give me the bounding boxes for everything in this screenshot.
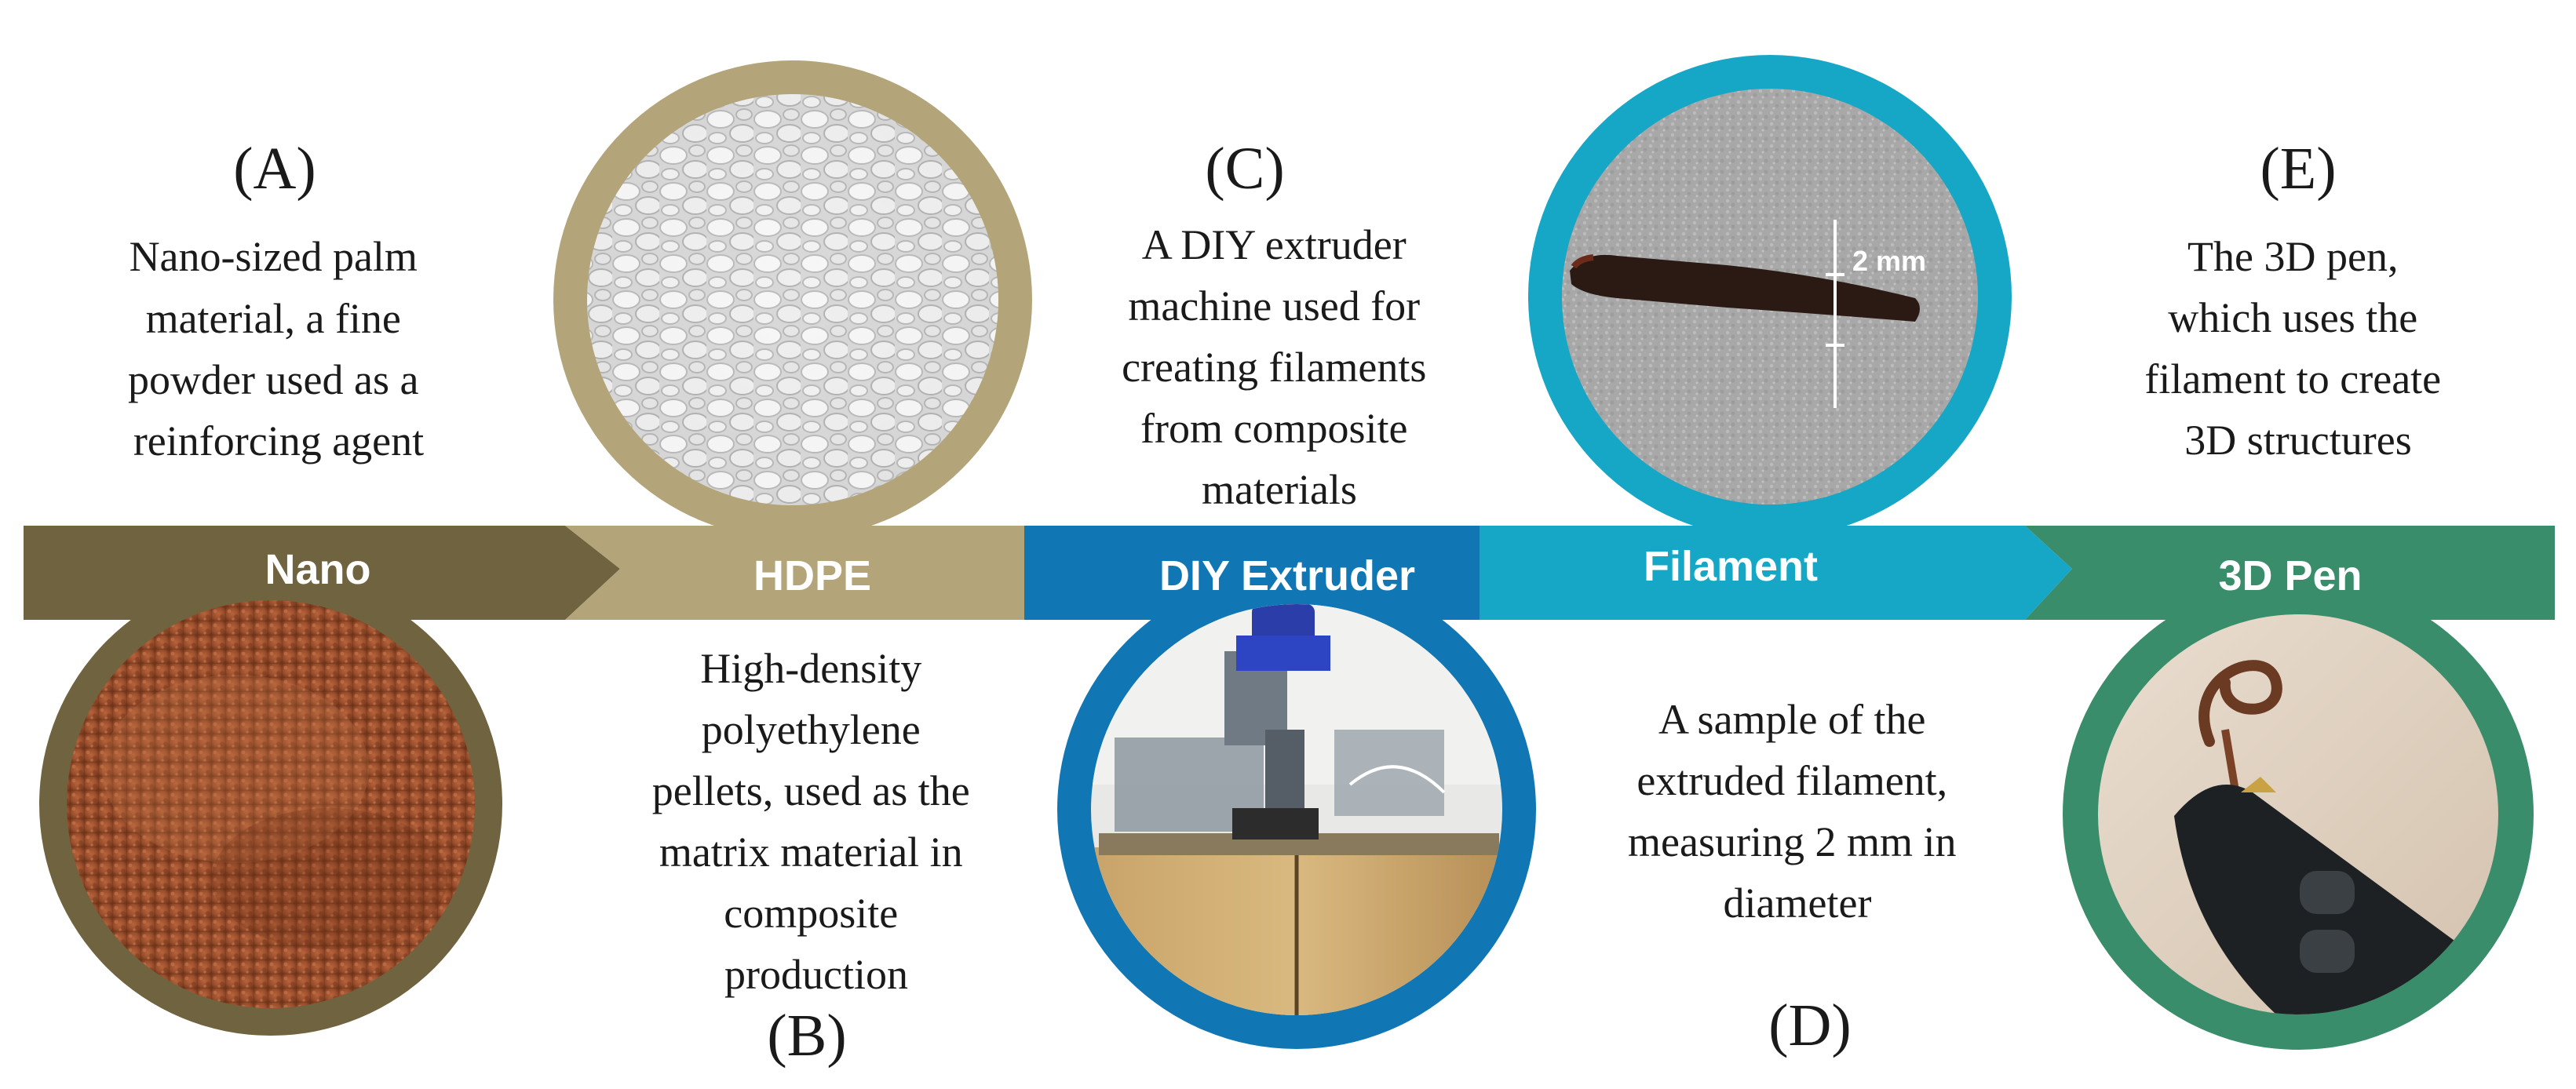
description-pen: The 3D pen, which uses the filament to c… [2144,233,2451,464]
band-segment-nano [24,526,620,620]
letter-d: (D) [1768,992,1852,1058]
printed-spiral [2198,660,2282,747]
band-segment-filament [1480,526,2072,620]
band-segment-pen [2025,526,2555,620]
band-label-pen: 3D Pen [2218,552,2362,599]
description-extruder: A DIY extruder machine used for creating… [1122,221,1437,513]
letter-b: (B) [767,1003,846,1069]
letter-c: (C) [1205,136,1284,202]
band-label-extruder: DIY Extruder [1159,552,1415,599]
letter-e: (E) [2260,136,2336,202]
photo-hdpe-pellets [587,94,998,505]
band-segment-extruder [1024,526,1480,620]
band-segment-hdpe [565,526,1024,620]
description-nano: Nano-sized palm material, a fine powder … [128,233,429,464]
filament-strand [1570,254,1920,322]
photo-diy-extruder-machine [1091,604,1502,1015]
photo-3d-pen [2098,614,2498,1014]
photo-nano-palm-powder [67,600,475,1008]
letter-a: (A) [233,136,316,202]
band-label-nano: Nano [265,546,371,593]
filament-scale-label: 2 mm [1852,245,1926,277]
photo-extruded-filament: 2 mm [1562,89,1978,504]
description-filament: A sample of the extruded filament, measu… [1628,696,1967,927]
process-band [24,526,2555,620]
description-hdpe: High-density polyethylene pellets, used … [652,645,980,998]
band-label-filament: Filament [1644,543,1818,590]
band-label-hdpe: HDPE [753,552,871,599]
